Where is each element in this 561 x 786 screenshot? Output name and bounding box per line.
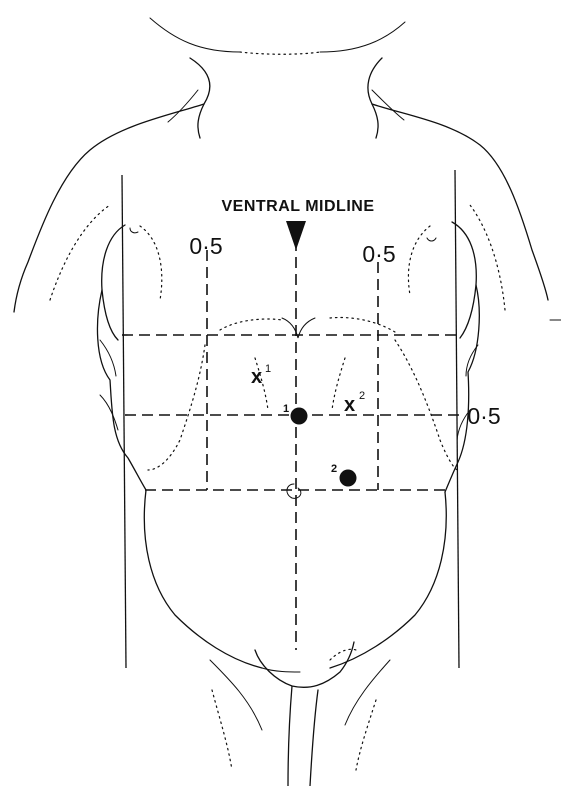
ventral-midline-label: VENTRAL MIDLINE <box>222 198 375 215</box>
right-shoulder-outline <box>372 104 548 300</box>
reference-mark-x1-index: 1 <box>265 363 271 375</box>
chin-dots <box>240 52 320 54</box>
left-torso-outline <box>97 290 146 490</box>
left-distance-label: 0·5 <box>189 233 222 259</box>
neck-left-outline <box>190 58 210 138</box>
site-marker-1-index: 1 <box>283 403 289 415</box>
reference-mark-x2-index: 2 <box>359 390 365 402</box>
left-shoulder-outline <box>14 104 204 312</box>
belly-outline-left <box>144 490 262 668</box>
right-vertical-edge-line <box>455 170 459 668</box>
site-marker-2 <box>340 470 357 487</box>
left-vertical-edge-line <box>122 175 126 668</box>
body-outline <box>14 18 561 786</box>
left-arm-outline <box>50 205 110 300</box>
left-rib-margin <box>148 319 282 470</box>
side-distance-label: 0·5 <box>467 403 500 429</box>
site-marker-1 <box>291 408 308 425</box>
belly-outline-right <box>330 492 446 668</box>
right-distance-label: 0·5 <box>362 241 395 267</box>
chin-outline <box>150 18 405 52</box>
reference-mark-x1-letter: x <box>251 366 262 388</box>
umbilicus <box>287 484 301 498</box>
left-chest-outline <box>102 225 125 340</box>
site-marker-2-index: 2 <box>331 463 337 475</box>
midline-arrow <box>286 221 306 250</box>
reference-mark-x2-letter: x <box>344 394 355 416</box>
